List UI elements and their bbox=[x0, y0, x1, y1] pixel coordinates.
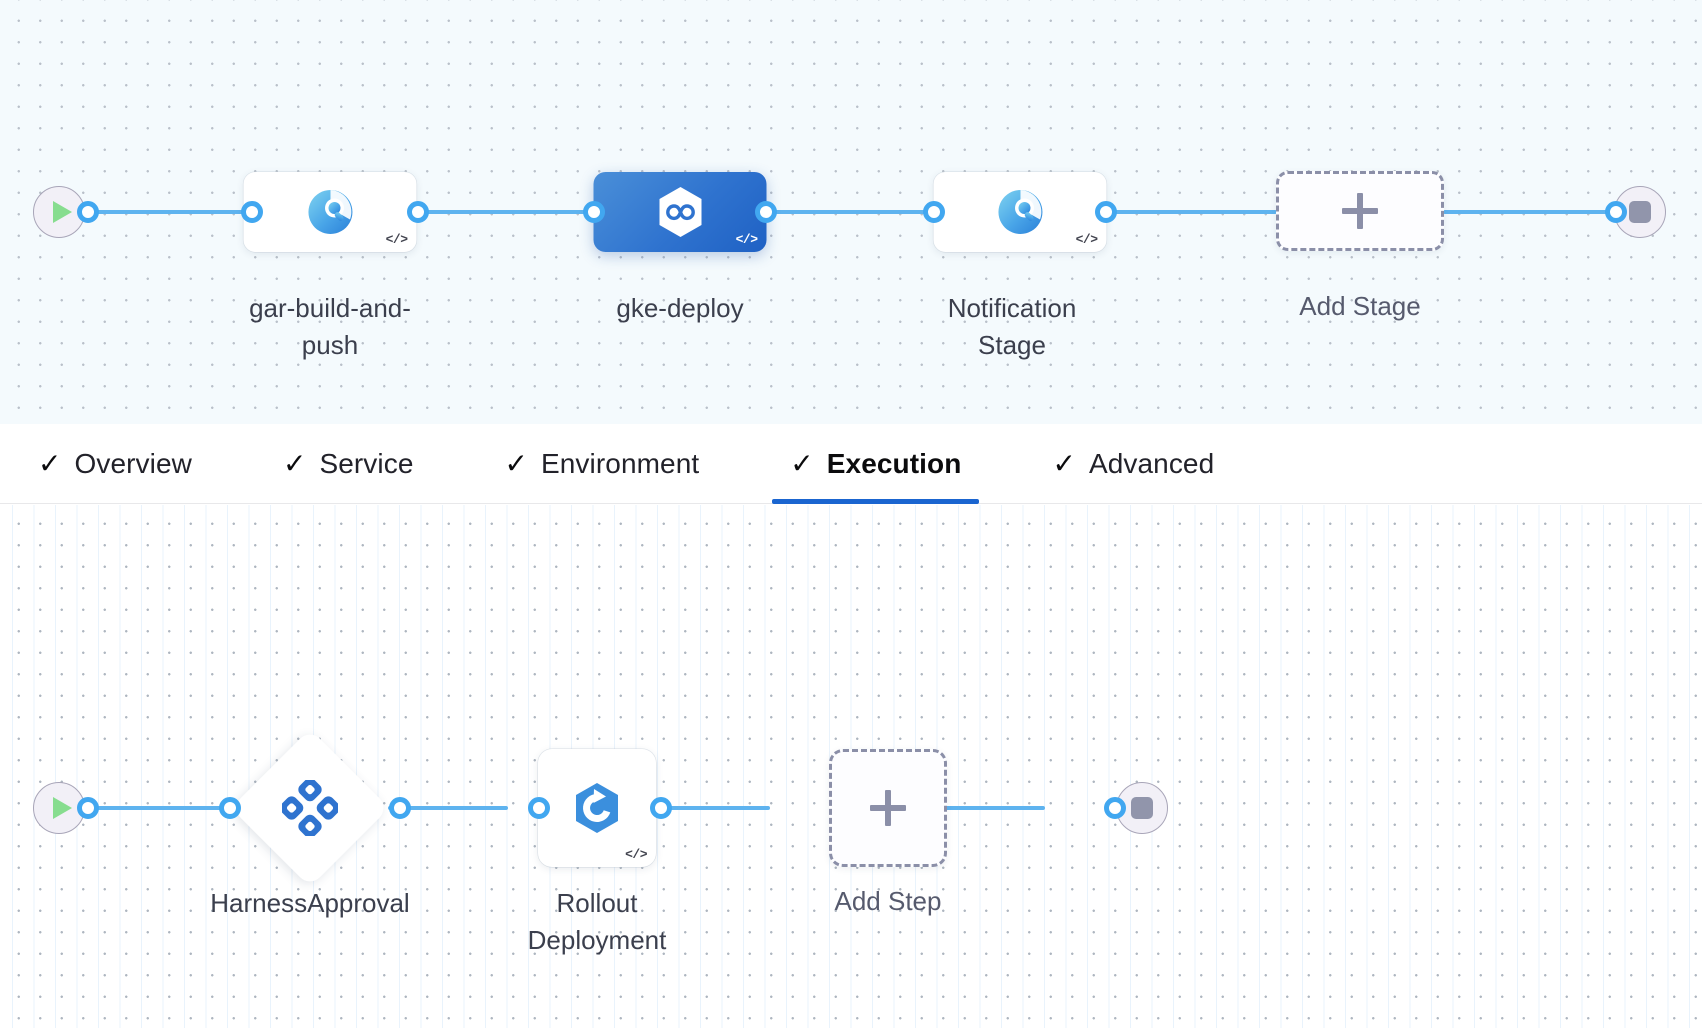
connector-approval-to-rollout bbox=[388, 806, 508, 810]
tab-execution[interactable]: ✓ Execution bbox=[772, 424, 980, 504]
harness-cd-hexagon-infinity-icon bbox=[655, 185, 705, 239]
tab-overview[interactable]: ✓ Overview bbox=[20, 424, 210, 504]
stage-node-gke-deploy[interactable]: </> bbox=[593, 172, 767, 252]
step-node-harness-approval[interactable] bbox=[230, 728, 390, 888]
port-notification-in[interactable] bbox=[923, 201, 945, 223]
stage-node-gar-build-and-push[interactable]: </> bbox=[243, 172, 417, 252]
pipeline-stage-canvas[interactable]: </> gar-build-and-push </> gke-deploy bbox=[0, 0, 1702, 424]
harness-ci-icon bbox=[994, 186, 1046, 238]
add-stage-button[interactable] bbox=[1276, 171, 1444, 251]
connector-add-step-to-end bbox=[880, 806, 1045, 810]
pipeline-start-node[interactable] bbox=[33, 186, 85, 238]
harness-approval-icon bbox=[282, 780, 338, 836]
port-end-in[interactable] bbox=[1605, 201, 1627, 223]
connector-notification-to-add bbox=[1097, 210, 1277, 214]
plus-icon bbox=[870, 790, 906, 826]
stage-label-gar-build-and-push: gar-build-and-push bbox=[249, 293, 411, 361]
step-label-harness-approval: HarnessApproval bbox=[210, 888, 410, 918]
code-badge-icon: </> bbox=[1075, 232, 1098, 247]
check-icon: ✓ bbox=[38, 447, 62, 479]
tab-advanced-label: Advanced bbox=[1088, 447, 1215, 479]
k8s-rollout-icon bbox=[566, 777, 628, 839]
connector-gke-to-notification bbox=[762, 210, 937, 214]
plus-icon bbox=[1342, 193, 1378, 229]
stop-icon bbox=[1131, 797, 1153, 819]
tab-advanced[interactable]: ✓ Advanced bbox=[1034, 424, 1232, 504]
port-start-out[interactable] bbox=[77, 201, 99, 223]
connector-start-to-approval bbox=[86, 806, 231, 810]
add-step-label: Add Step bbox=[834, 886, 942, 916]
stage-label-notification-stage: Notification Stage bbox=[947, 293, 1077, 361]
tab-overview-label: Overview bbox=[74, 447, 192, 479]
code-badge-icon: </> bbox=[625, 847, 647, 862]
port-gar-in[interactable] bbox=[241, 201, 263, 223]
port-approval-in[interactable] bbox=[219, 797, 241, 819]
port-rollout-in[interactable] bbox=[528, 797, 550, 819]
check-icon: ✓ bbox=[504, 447, 528, 479]
tab-execution-label: Execution bbox=[826, 447, 962, 479]
connector-gar-to-gke bbox=[418, 210, 592, 214]
check-icon: ✓ bbox=[282, 447, 307, 479]
stop-icon bbox=[1629, 201, 1651, 223]
port-rollout-out[interactable] bbox=[650, 797, 672, 819]
tab-service[interactable]: ✓ Service bbox=[265, 424, 432, 504]
port-exec-end-in[interactable] bbox=[1104, 797, 1126, 819]
add-step-button[interactable] bbox=[829, 749, 947, 867]
connector-add-to-end bbox=[1443, 210, 1620, 214]
port-gke-out[interactable] bbox=[755, 201, 777, 223]
pipeline-execution-canvas[interactable]: HarnessApproval </> Rollout Deployment A… bbox=[0, 505, 1702, 1028]
play-icon bbox=[52, 797, 72, 819]
port-gke-in[interactable] bbox=[583, 201, 605, 223]
connector-rollout-to-add-step bbox=[630, 806, 770, 810]
tab-environment-label: Environment bbox=[540, 447, 700, 479]
add-stage-label: Add Stage bbox=[1299, 291, 1421, 321]
connector-start-to-gar bbox=[86, 210, 251, 214]
stage-label-gke-deploy: gke-deploy bbox=[616, 293, 744, 323]
check-icon: ✓ bbox=[790, 447, 814, 479]
check-icon: ✓ bbox=[1052, 447, 1076, 479]
code-badge-icon: </> bbox=[385, 232, 408, 247]
harness-ci-icon bbox=[304, 186, 356, 238]
tab-environment[interactable]: ✓ Environment bbox=[487, 424, 718, 504]
port-gar-out[interactable] bbox=[407, 201, 429, 223]
stage-config-tab-bar[interactable]: ✓ Overview ✓ Service ✓ Environment ✓ Exe… bbox=[0, 424, 1702, 504]
port-notification-out[interactable] bbox=[1095, 201, 1117, 223]
step-label-rollout-deployment: Rollout Deployment bbox=[527, 888, 667, 956]
port-exec-start-out[interactable] bbox=[77, 797, 99, 819]
step-node-rollout-deployment[interactable]: </> bbox=[538, 749, 656, 867]
play-icon bbox=[52, 201, 72, 223]
port-approval-out[interactable] bbox=[389, 797, 411, 819]
code-badge-icon: </> bbox=[735, 232, 758, 247]
stage-node-notification-stage[interactable]: </> bbox=[933, 172, 1107, 252]
tab-service-label: Service bbox=[319, 447, 414, 479]
